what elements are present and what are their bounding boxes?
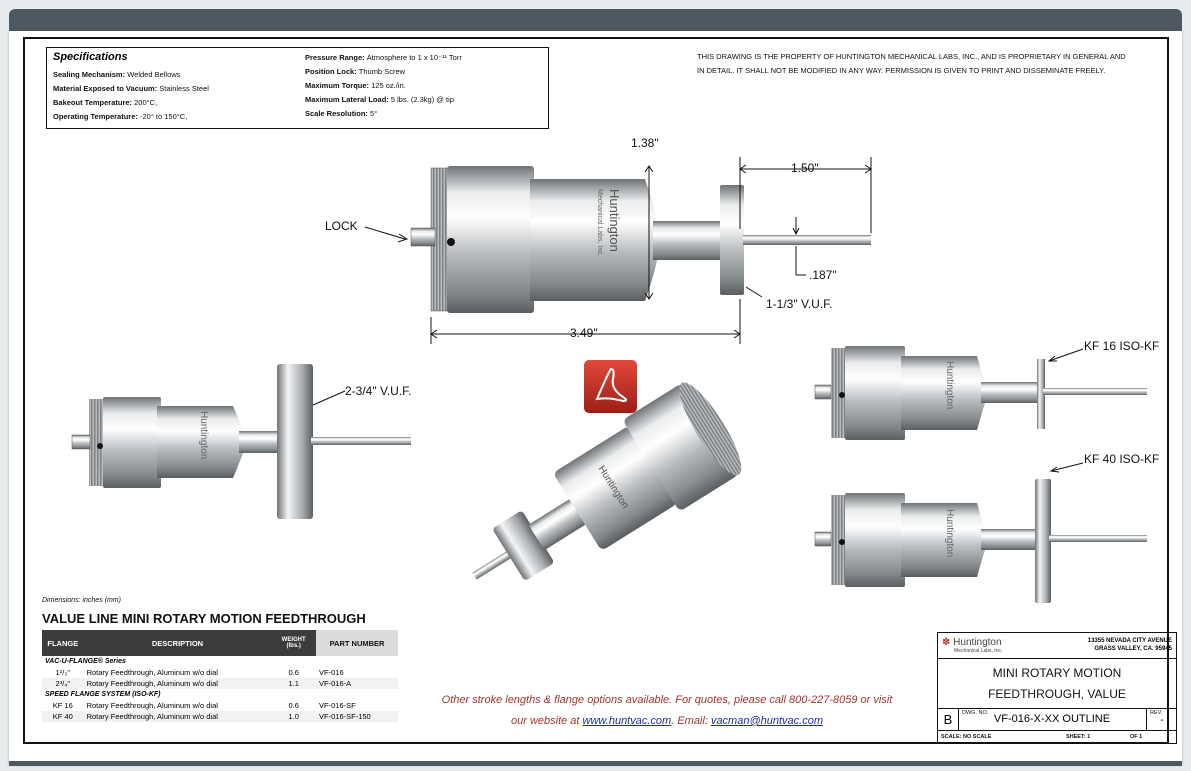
brand-engraving: Huntington: [944, 509, 955, 557]
kf40-label: KF 40 ISO-KF: [1084, 452, 1160, 466]
table-section-row: SPEED FLANGE SYSTEM (ISO-KF): [45, 691, 161, 698]
brand-engraving-sub: Mechanical Labs, Inc.: [596, 189, 603, 257]
rev-cell: REV. -: [1146, 709, 1177, 730]
promo-line: Other stroke lengths & flange options av…: [441, 694, 893, 706]
brand-engraving: Huntington: [198, 411, 209, 459]
spec-line: Bakeout Temperature: 200°C,: [53, 98, 158, 107]
scale-label: SCALE: NO SCALE: [941, 734, 992, 740]
product-illustrations: Huntington Mechanical Labs, Inc.: [71, 157, 1147, 603]
brand-engraving: Huntington: [607, 189, 622, 252]
col-flange: FLANGE: [42, 630, 84, 656]
specifications-box: Specifications Sealing Mechanism: Welded…: [46, 47, 549, 129]
title-block-title: MINI ROTARY MOTION FEEDTHROUGH, VALUE: [938, 659, 1176, 709]
kf40-feedthrough-drawing: Huntington: [814, 462, 1147, 603]
promo-text: Other stroke lengths & flange options av…: [403, 690, 931, 732]
dim-3-49: 3.49": [570, 326, 598, 340]
brand-engraving: Huntington: [944, 361, 955, 409]
table-header-row: FLANGE DESCRIPTION WEIGHT (lbs.) PART NU…: [42, 630, 398, 656]
sheet-of-label: OF 1: [1130, 734, 1143, 740]
drawing-border: Specifications Sealing Mechanism: Welded…: [23, 37, 1177, 744]
spec-line: Maximum Torque: 125 oz./in.: [305, 81, 406, 90]
logo-icon: ✽: [942, 637, 951, 648]
col-description: DESCRIPTION: [83, 630, 272, 656]
table-title: VALUE LINE MINI ROTARY MOTION FEEDTHROUG…: [42, 611, 366, 626]
dim-1-38: 1.38": [631, 136, 659, 150]
table-row: KF 16 Rotary Feedthrough, Aluminum w/o d…: [52, 701, 356, 710]
spec-line: Material Exposed to Vacuum: Stainless St…: [53, 84, 209, 93]
email-link[interactable]: vacman@huntvac.com: [710, 715, 823, 727]
dimensions-note: Dimensions: inches (mm): [42, 597, 121, 604]
table-row: 2³/₄" Rotary Feedthrough, Aluminum w/o d…: [42, 678, 398, 689]
kf16-label: KF 16 ISO-KF: [1084, 339, 1160, 353]
main-feedthrough-drawing: Huntington Mechanical Labs, Inc.: [364, 157, 872, 344]
drawing-title-line: FEEDTHROUGH, VALUE: [988, 687, 1126, 701]
dim-0-187: .187": [809, 268, 837, 282]
col-part-number: PART NUMBER: [316, 630, 398, 656]
revision: -: [1160, 715, 1164, 726]
sheet-label: SHEET: 1: [1066, 734, 1091, 740]
table-row: KF 40 Rotary Feedthrough, Aluminum w/o d…: [42, 711, 398, 722]
title-block-dwg-row: B DWG. NO. VF-016-X-XX OUTLINE REV. -: [938, 709, 1176, 731]
promo-line: our website at www.huntvac.com. Email: v…: [511, 715, 823, 727]
proprietary-notice: THIS DRAWING IS THE PROPERTY OF HUNTINGT…: [697, 50, 1126, 78]
dim-1-50: 1.50": [791, 161, 819, 175]
vuf-2-3-4-label: 2-3/4" V.U.F.: [345, 384, 412, 398]
spec-line: Scale Resolution: 5°: [305, 109, 378, 118]
window-bottom-bar: [9, 761, 1182, 766]
spec-line: Operating Temperature: -20° to 150°C,: [53, 112, 188, 121]
perspective-feedthrough-drawing: Huntington: [472, 382, 742, 580]
spec-line: Maximum Lateral Load: 5 lbs. (2.3kg) @ t…: [305, 95, 454, 104]
pdf-icon[interactable]: [584, 360, 637, 413]
vuf-1-1-3-label: 1-1/3" V.U.F.: [766, 297, 833, 311]
lock-label: LOCK: [325, 219, 358, 233]
kf16-feedthrough-drawing: Huntington: [814, 346, 1147, 440]
website-link[interactable]: www.huntvac.com: [582, 715, 672, 727]
specifications-title: Specifications: [53, 51, 128, 63]
drawing-number: VF-016-X-XX OUTLINE: [993, 713, 1111, 725]
table-row: 1¹/₃" Rotary Feedthrough, Aluminum w/o d…: [55, 668, 344, 677]
drawing-title-line: MINI ROTARY MOTION: [992, 666, 1122, 680]
notice-line: IN DETAIL. IT SHALL NOT BE MODIFIED IN A…: [697, 66, 1106, 75]
spec-line: Sealing Mechanism: Welded Bellows: [53, 70, 181, 79]
window-top-bar: [9, 9, 1182, 31]
title-block-scale-row: SCALE: NO SCALE SHEET: 1 OF 1: [938, 731, 1176, 743]
spec-line: Pressure Range: Atmosphere to 1 x 10⁻¹¹ …: [305, 53, 462, 62]
table-section-row: VAC-U-FLANGE® Series: [45, 658, 126, 665]
spec-line: Position Lock: Thumb Screw: [305, 67, 406, 76]
drawing-size: B: [938, 709, 959, 730]
dwg-label: DWG. NO.: [962, 710, 989, 716]
notice-line: THIS DRAWING IS THE PROPERTY OF HUNTINGT…: [697, 52, 1126, 61]
drawing-sheet: Specifications Sealing Mechanism: Welded…: [9, 31, 1182, 764]
left-feedthrough-drawing: Huntington: [71, 364, 411, 519]
col-weight: WEIGHT (lbs.): [271, 630, 317, 656]
product-table: FLANGE DESCRIPTION WEIGHT (lbs.) PART NU…: [42, 630, 398, 722]
